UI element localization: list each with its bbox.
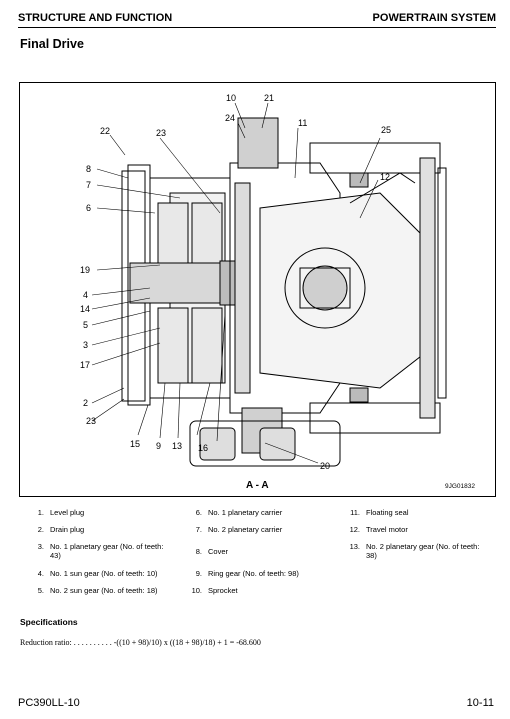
specifications-heading: Specifications xyxy=(20,617,78,627)
callout-17: 17 xyxy=(80,360,90,370)
callout-7: 7 xyxy=(86,180,91,190)
legend-number: 8. xyxy=(195,547,202,556)
legend-number: 10. xyxy=(191,586,202,595)
legend-item: 11. Floating seal xyxy=(346,508,486,517)
legend-text: No. 1 planetary carrier xyxy=(208,508,283,517)
legend-text: Level plug xyxy=(50,508,85,517)
callout-3: 3 xyxy=(83,340,88,350)
reduction-ratio-formula: Reduction ratio: . . . . . . . . . . -((… xyxy=(20,638,261,647)
legend-item: 13. No. 2 planetary gear (No. of teeth: … xyxy=(346,542,486,560)
callout-12: 12 xyxy=(380,172,390,182)
legend-number: 6. xyxy=(195,508,202,517)
view-label: A - A xyxy=(246,480,269,491)
legend-number: 2. xyxy=(37,525,44,534)
chapter-title: STRUCTURE AND FUNCTION xyxy=(18,12,173,24)
legend-item: 4. No. 1 sun gear (No. of teeth: 10) xyxy=(30,569,170,578)
callout-23-top: 23 xyxy=(156,128,166,138)
callout-4: 4 xyxy=(83,290,88,300)
callout-14: 14 xyxy=(80,304,90,314)
legend-text: Cover xyxy=(208,547,229,556)
legend-number: 7. xyxy=(195,525,202,534)
callout-16: 16 xyxy=(198,443,208,453)
callout-24: 24 xyxy=(225,113,235,123)
legend-item: 5. No. 2 sun gear (No. of teeth: 18) xyxy=(30,586,170,595)
callout-23-bottom: 23 xyxy=(86,416,96,426)
legend-item: 8. Cover xyxy=(188,547,328,556)
legend-item: 12. Travel motor xyxy=(346,525,486,534)
callout-11: 11 xyxy=(298,118,307,128)
legend-text: Travel motor xyxy=(366,525,408,534)
callout-2: 2 xyxy=(83,398,88,408)
legend-number: 4. xyxy=(37,569,44,578)
legend-number: 5. xyxy=(37,586,44,595)
model-number: PC390LL-10 xyxy=(18,697,80,709)
page-title: Final Drive xyxy=(20,37,84,51)
callout-20: 20 xyxy=(320,461,330,471)
callout-22: 22 xyxy=(100,126,110,136)
legend-text: No. 2 planetary carrier xyxy=(208,525,283,534)
legend-text: Ring gear (No. of teeth: 98) xyxy=(208,569,299,578)
callout-8: 8 xyxy=(86,164,91,174)
legend-text: No. 1 sun gear (No. of teeth: 10) xyxy=(50,569,158,578)
callout-21: 21 xyxy=(264,93,274,103)
figure-code: 9JG01832 xyxy=(445,483,475,490)
legend-text: Floating seal xyxy=(366,508,409,517)
callout-6: 6 xyxy=(86,203,91,213)
legend-item: 2. Drain plug xyxy=(30,525,170,534)
callout-19: 19 xyxy=(80,265,90,275)
legend-text: No. 2 sun gear (No. of teeth: 18) xyxy=(50,586,158,595)
legend-text: No. 1 planetary gear (No. of teeth: 43) xyxy=(50,542,164,560)
callout-5: 5 xyxy=(83,320,88,330)
callout-9: 9 xyxy=(156,441,161,451)
final-drive-diagram: 10 21 24 11 22 23 25 8 7 12 6 19 4 14 5 … xyxy=(19,82,496,497)
legend-item: 7. No. 2 planetary carrier xyxy=(188,525,328,534)
page-number: 10-11 xyxy=(466,697,494,709)
callout-25: 25 xyxy=(381,125,391,135)
legend-number: 11. xyxy=(350,508,360,517)
legend-text: Sprocket xyxy=(208,586,238,595)
section-system-title: POWERTRAIN SYSTEM xyxy=(372,12,496,24)
legend-number: 13. xyxy=(349,542,360,551)
legend-item: 3. No. 1 planetary gear (No. of teeth: 4… xyxy=(30,542,170,560)
legend-text: No. 2 planetary gear (No. of teeth: 38) xyxy=(366,542,480,560)
callout-15: 15 xyxy=(130,439,140,449)
legend-number: 1. xyxy=(37,508,44,517)
callout-13: 13 xyxy=(172,441,182,451)
legend-number: 9. xyxy=(195,569,202,578)
legend-item: 10. Sprocket xyxy=(188,586,328,595)
legend-item: 1. Level plug xyxy=(30,508,170,517)
legend-number: 12. xyxy=(349,525,360,534)
callout-10: 10 xyxy=(226,93,236,103)
page-header: STRUCTURE AND FUNCTION POWERTRAIN SYSTEM xyxy=(18,12,496,28)
legend-number: 3. xyxy=(37,542,44,551)
legend-item: 9. Ring gear (No. of teeth: 98) xyxy=(188,569,328,578)
legend-text: Drain plug xyxy=(50,525,85,534)
legend-item: 6. No. 1 planetary carrier xyxy=(188,508,328,517)
